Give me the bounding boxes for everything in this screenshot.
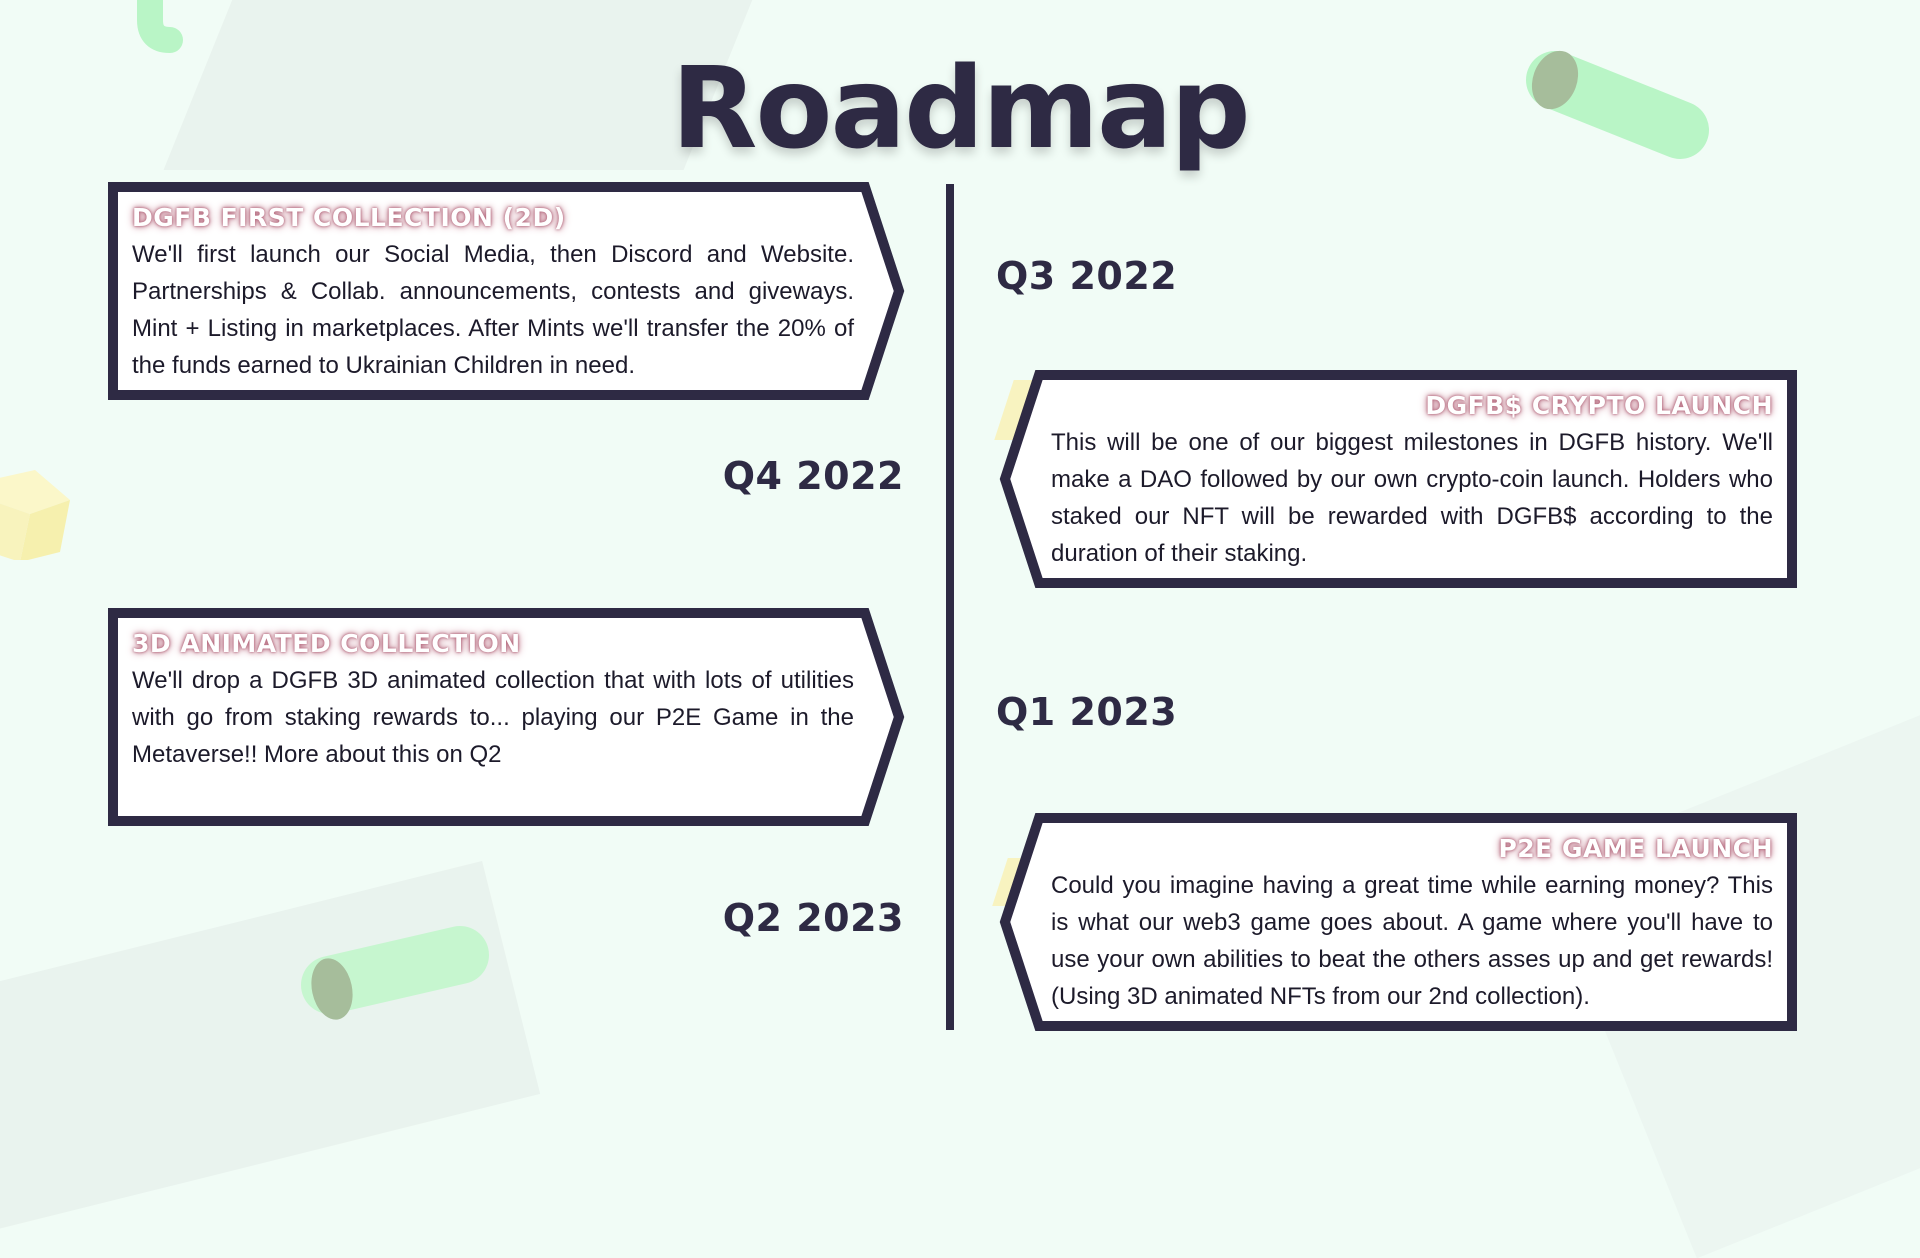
card-title: DGFB FIRST COLLECTION (2D) — [132, 203, 566, 232]
card-title: P2E GAME LAUNCH — [1498, 834, 1773, 863]
roadmap-card: DGFB FIRST COLLECTION (2D) We'll first l… — [108, 182, 908, 400]
quarter-label: Q2 2023 — [722, 896, 904, 940]
quarter-label: Q1 2023 — [996, 690, 1178, 734]
quarter-label: Q3 2022 — [996, 254, 1178, 298]
card-description: Could you imagine having a great time wh… — [1051, 871, 1773, 1010]
roadmap-card: P2E GAME LAUNCH Could you imagine having… — [997, 813, 1797, 1031]
roadmap-card: 3D ANIMATED COLLECTION We'll drop a DGFB… — [108, 608, 908, 826]
quarter-label: Q4 2022 — [722, 454, 904, 498]
card-description: We'll drop a DGFB 3D animated collection… — [132, 666, 854, 768]
page-title: Roadmap — [671, 44, 1250, 174]
card-title: DGFB$ CRYPTO LAUNCH — [1425, 391, 1773, 420]
yellow-cube-decoration — [0, 470, 70, 560]
card-frame — [108, 608, 905, 826]
green-cylinder-decoration — [1526, 50, 1709, 159]
card-frame — [999, 370, 1797, 588]
card-title: 3D ANIMATED COLLECTION — [132, 629, 521, 658]
timeline-axis — [946, 184, 954, 1030]
card-frame — [108, 182, 905, 400]
green-cylinder-decoration — [137, 0, 183, 53]
card-description: This will be one of our biggest mileston… — [1051, 428, 1773, 567]
roadmap-card: DGFB$ CRYPTO LAUNCH This will be one of … — [997, 370, 1797, 588]
card-description: We'll first launch our Social Media, the… — [132, 240, 854, 379]
green-cylinder-decoration — [301, 926, 489, 1020]
card-frame — [999, 813, 1797, 1031]
